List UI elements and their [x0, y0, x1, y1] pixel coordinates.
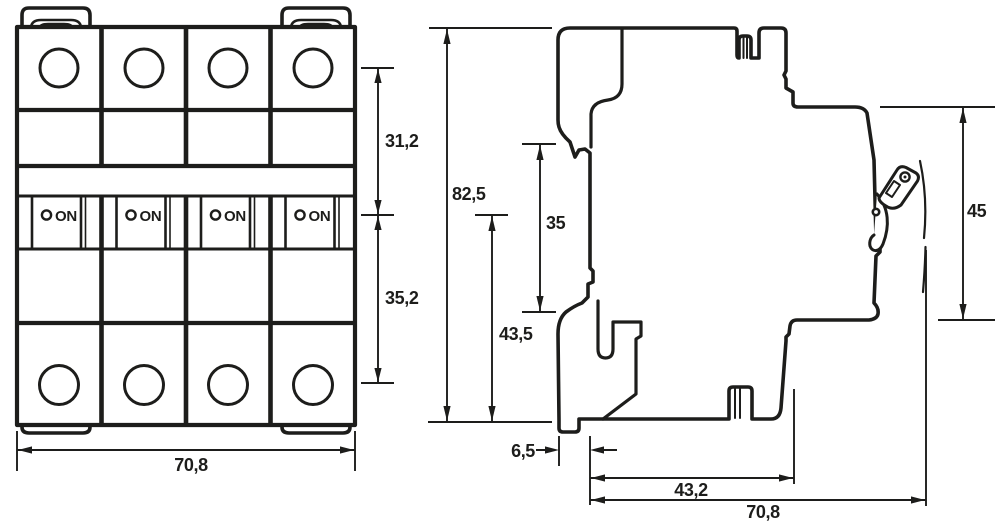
on-plate-pole-1: ON	[30, 194, 87, 251]
arrowhead-down	[374, 368, 382, 382]
arrowhead-up	[488, 216, 496, 231]
arrowhead-left	[591, 474, 605, 482]
dim-label-front-projection: 45	[967, 201, 987, 221]
dim-ext-bottom	[16, 431, 356, 471]
arrowhead-right	[545, 446, 559, 454]
top-mounting-clips	[20, 6, 352, 29]
din-clip-detail	[596, 299, 643, 421]
dividers-lower	[99, 196, 273, 423]
arrowhead-right	[911, 496, 925, 504]
dividers-upper	[99, 29, 273, 166]
terminal-circle	[292, 47, 334, 89]
on-plate-edges	[115, 194, 167, 251]
front-view-dimensions: 31,2 35,2 70,8	[16, 67, 419, 475]
clip-top-right-inner	[289, 18, 343, 29]
terminal-circle	[38, 47, 80, 89]
terminal-screws-bottom	[38, 364, 334, 406]
arrowhead-up	[959, 108, 967, 123]
clip-top-left	[20, 6, 92, 29]
on-plate-pole-3: ON	[199, 194, 256, 251]
terminal-circle	[38, 364, 80, 406]
arrowhead-down	[374, 200, 382, 214]
top-boss-slots	[742, 36, 748, 59]
foot-bottom-left	[20, 423, 92, 435]
bottom-mounting-feet	[20, 423, 352, 435]
side-view: 82,5 35 43,5 45 6,5	[428, 26, 995, 522]
arrowhead-down	[959, 304, 967, 319]
bottom-boss-slots	[734, 387, 741, 419]
toggle-lever	[868, 159, 927, 294]
dim-ticks-45	[880, 106, 995, 321]
front-view: ON ON ON ON	[14, 6, 419, 475]
arrowhead-right	[340, 446, 354, 454]
arrowhead-left	[590, 446, 604, 454]
clip-top-right	[280, 6, 352, 29]
arrowhead-up	[536, 145, 544, 160]
arrowhead-left	[18, 446, 32, 454]
on-plate-edges	[284, 194, 336, 251]
on-plate-edges	[30, 194, 83, 251]
on-label: ON	[140, 208, 162, 225]
terminal-circle	[123, 364, 165, 406]
lever-travel-arc	[918, 159, 927, 294]
arrowhead-down	[443, 406, 451, 421]
dim-label-back-offset: 6,5	[511, 441, 535, 461]
dim-label-depth-to-recess: 43,2	[674, 480, 708, 500]
arrowhead-up	[374, 69, 382, 83]
terminal-screws-top	[38, 47, 334, 89]
on-indicator-icon	[209, 209, 222, 221]
on-plate-pole-2: ON	[115, 194, 171, 251]
breaker-body	[14, 24, 358, 428]
arrowhead-down	[488, 406, 496, 421]
on-label: ON	[224, 208, 246, 225]
dim-label-lower-height: 35,2	[385, 288, 419, 308]
arrowhead-right	[779, 474, 793, 482]
dim-label-base-to-handle: 43,5	[499, 324, 533, 344]
terminal-circle	[207, 47, 249, 89]
on-label: ON	[309, 208, 331, 225]
on-indicator-icon	[125, 209, 137, 221]
side-view-dimensions: 82,5 35 43,5 45 6,5	[428, 27, 995, 522]
on-indicator-row: ON ON ON ON	[30, 194, 340, 251]
lever-cam	[868, 192, 889, 253]
arrowhead-down	[536, 296, 544, 311]
on-label: ON	[55, 208, 77, 225]
arrowhead-left	[591, 496, 605, 504]
terminal-circle	[207, 364, 249, 406]
lever-pivot	[871, 207, 881, 217]
on-indicator-icon	[40, 209, 53, 221]
terminal-circle	[123, 47, 165, 89]
dim-label-overall-height: 82,5	[452, 184, 486, 204]
dim-ticks-35	[522, 143, 556, 313]
pole-dividers	[99, 29, 273, 423]
on-plate-pole-4: ON	[284, 194, 340, 251]
side-profile-outline	[556, 26, 882, 434]
foot-bottom-right	[280, 423, 352, 435]
terminal-circle	[292, 364, 334, 406]
dim-label-upper-height: 31,2	[385, 131, 419, 151]
clip-top-left-inner	[29, 18, 83, 29]
dim-ext-65	[558, 436, 591, 505]
dim-label-overall-width: 70,8	[174, 455, 208, 475]
lever-handle-inner	[885, 180, 901, 198]
dim-label-overall-depth: 70,8	[746, 502, 780, 522]
arrowhead-up	[374, 216, 382, 230]
on-indicator-icon	[294, 209, 306, 221]
on-plate-edges	[199, 194, 252, 251]
arrowhead-up	[443, 29, 451, 44]
hook-seam-line	[589, 27, 624, 149]
dim-label-rail-section: 35	[546, 213, 566, 233]
lever-hole-dot	[903, 175, 907, 179]
